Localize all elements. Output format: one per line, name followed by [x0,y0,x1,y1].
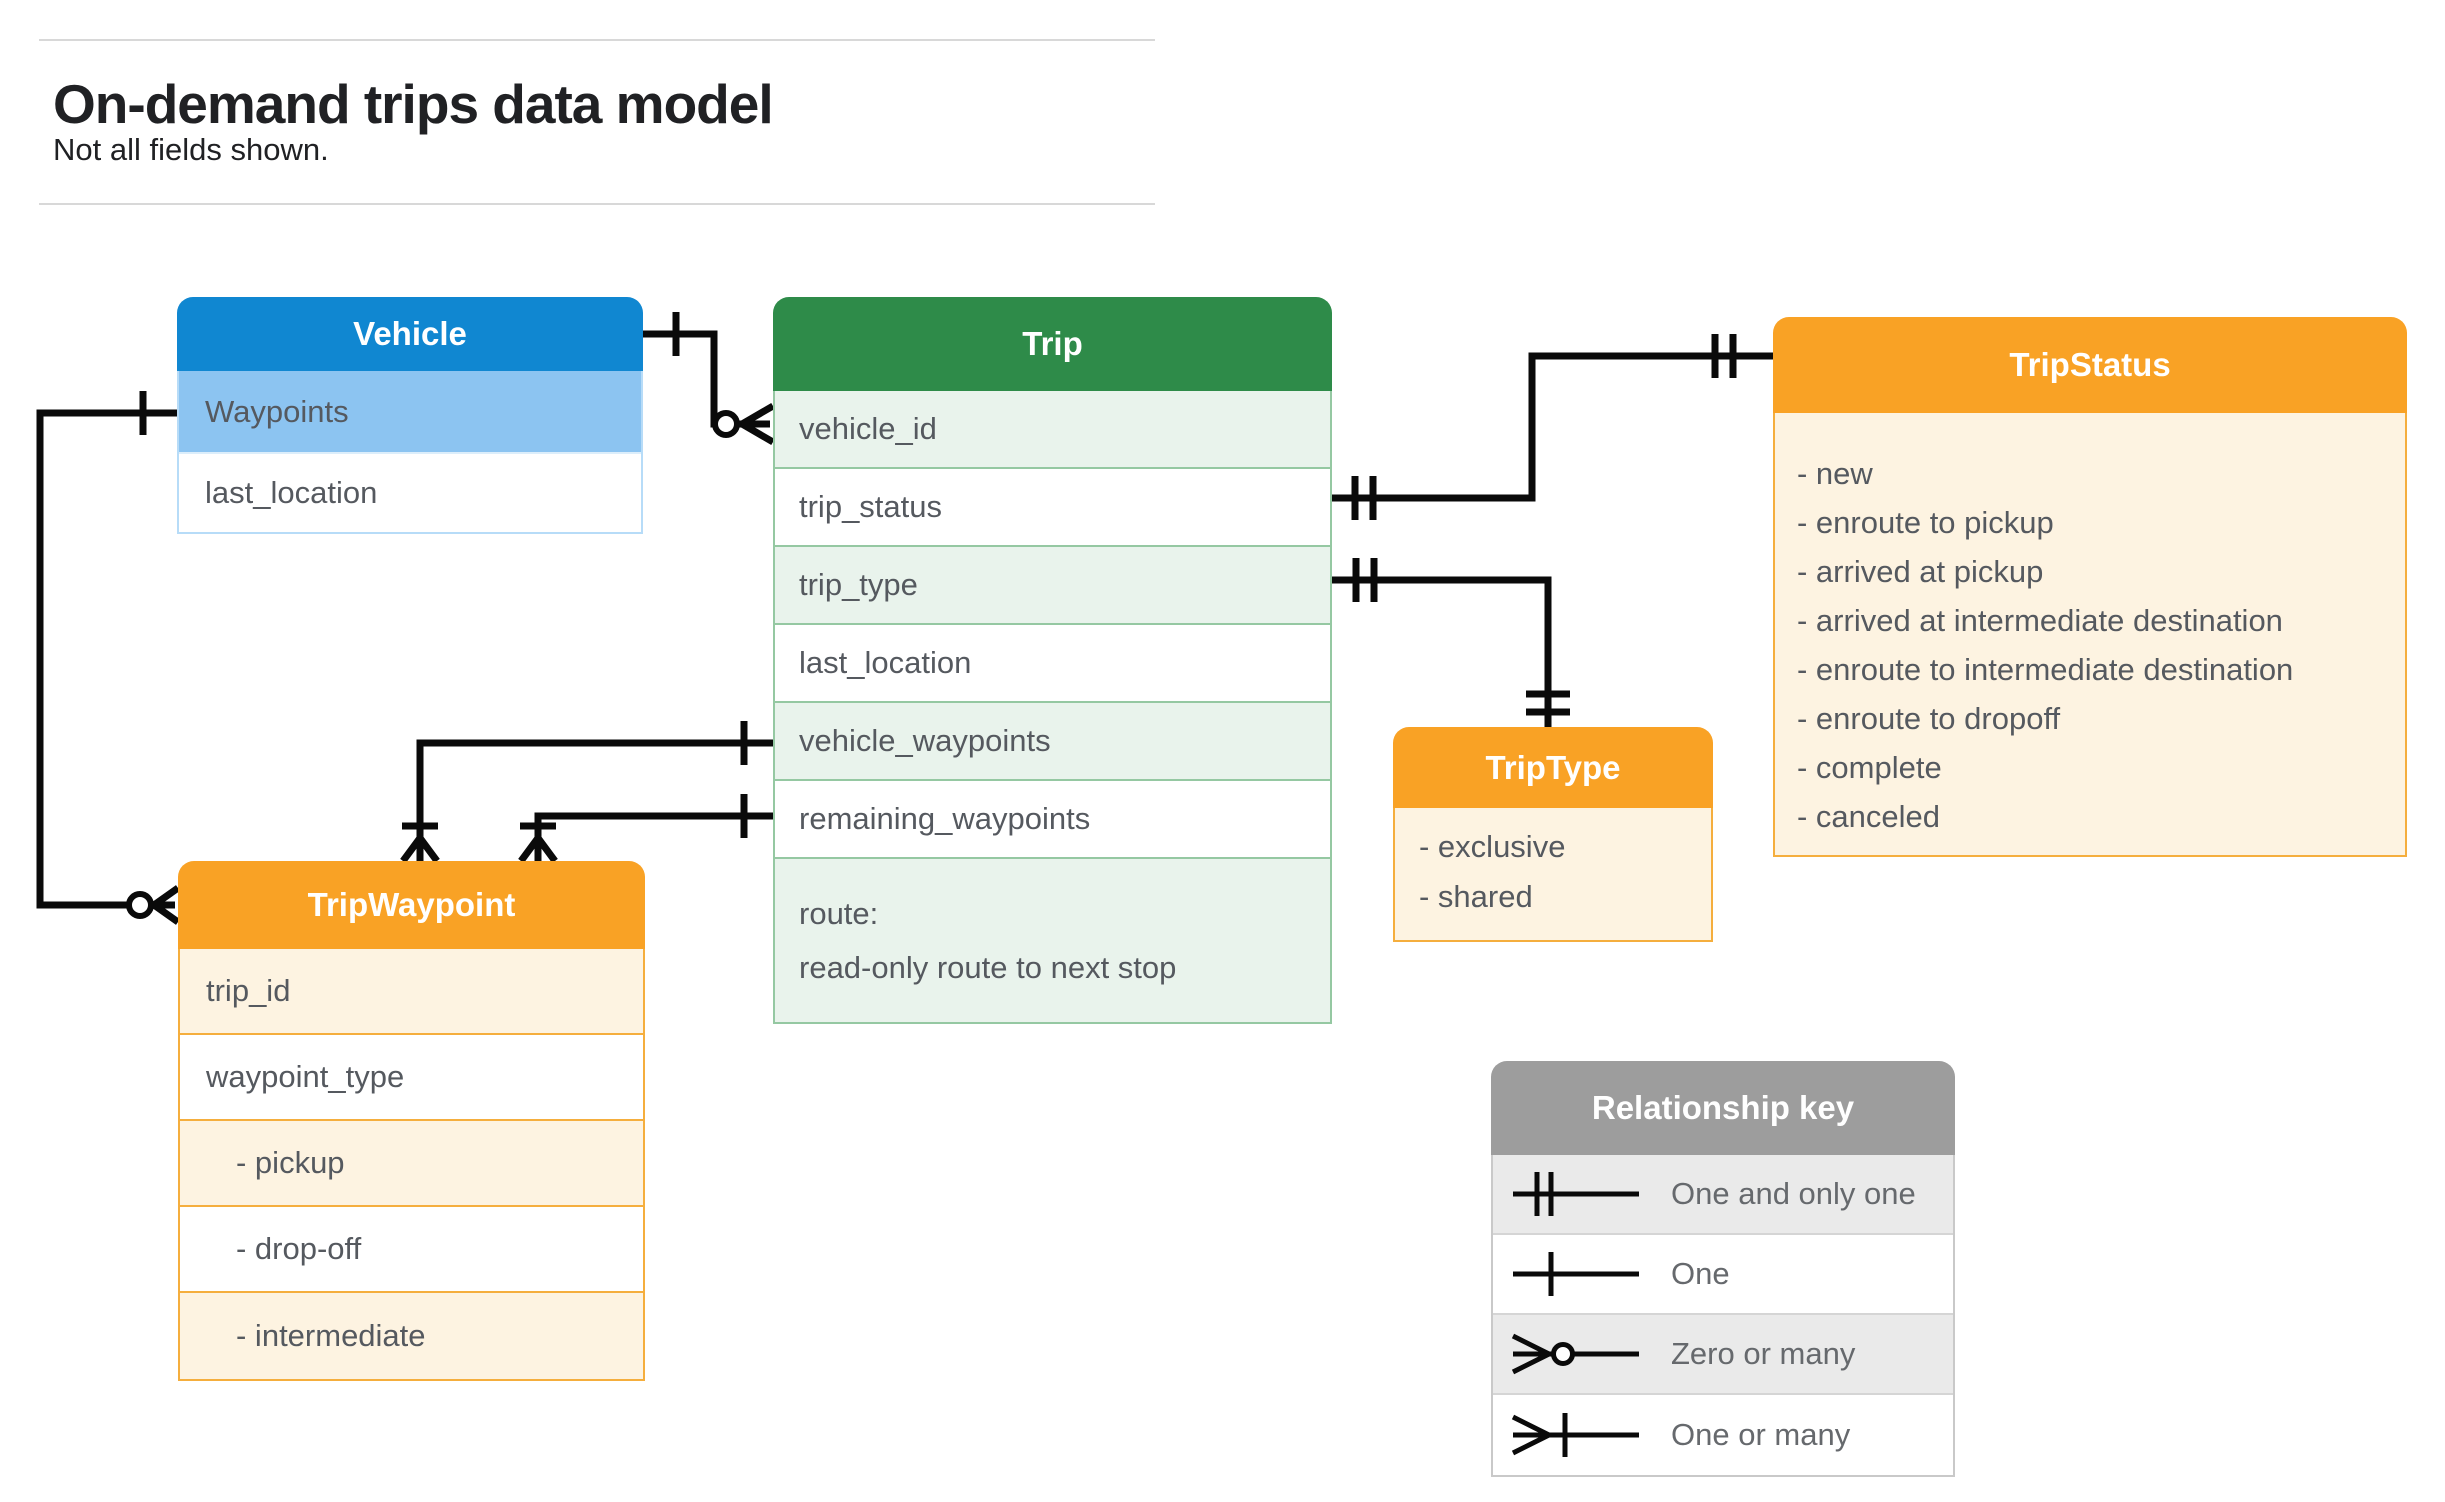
bottom-divider [39,203,1155,205]
legend-label: One or many [1671,1417,1851,1452]
legend-row-one-and-only-one: One and only one [1493,1155,1953,1235]
enum-value-enroute-to-intermediate-destination: - enroute to intermediate destination [1797,651,2294,687]
field-trip-status: trip_status [775,469,1330,547]
one-or-many-icon [1511,1413,1639,1457]
enum-value-intermediate: - intermediate [180,1293,643,1379]
enum-value-new: - new [1797,455,1873,491]
field-vehicle-waypoints: Waypoints [179,371,641,454]
route-description: read-only route to next stop [799,949,1177,985]
connector-vehicle-waypoints-field-to-tripwaypoint [400,721,773,864]
entity-vehicle-header: Vehicle [177,297,643,371]
enum-value-arrived-at-intermediate-destination: - arrived at intermediate destination [1797,602,2283,638]
field-trip-type: trip_type [775,547,1330,625]
enum-value-enroute-to-dropoff: - enroute to dropoff [1797,700,2061,736]
enum-value-arrived-at-pickup: - arrived at pickup [1797,553,2044,589]
enum-value-exclusive: - exclusive [1419,829,1566,864]
connector-trip-type-to-triptype [1332,558,1570,727]
entity-triptype: TripType - exclusive - shared [1393,727,1713,942]
top-divider [39,39,1155,41]
legend-row-one: One [1493,1235,1953,1315]
entity-tripwaypoint-header: TripWaypoint [178,861,645,949]
legend-label: One [1671,1256,1730,1291]
enum-value-canceled: - canceled [1797,798,1941,834]
field-trip-last-location: last_location [775,625,1330,703]
connector-remaining-waypoints-to-tripwaypoint [518,794,773,864]
entity-tripwaypoint: TripWaypoint trip_id waypoint_type - pic… [178,861,645,1381]
one-and-only-one-icon [1513,1172,1639,1216]
connector-vehicle-to-trip-vehicle-id [643,312,775,446]
field-trip-vehicle-id: vehicle_id [775,391,1330,469]
zero-circle-icon [712,410,740,438]
field-tripwaypoint-waypoint-type: waypoint_type [180,1035,643,1121]
zero-circle-icon [126,891,154,919]
entity-tripstatus-header: TripStatus [1773,317,2407,413]
field-trip-remaining-waypoints: remaining_waypoints [775,781,1330,859]
route-label: route: [799,895,879,931]
field-vehicle-last-location: last_location [179,454,641,532]
connector-trip-status-to-tripstatus [1332,334,1773,520]
zero-or-many-icon [1511,1333,1639,1375]
relationship-key: Relationship key One and only one One [1491,1061,1955,1477]
legend-row-one-or-many: One or many [1493,1395,1953,1475]
entity-trip-header: Trip [773,297,1332,391]
one-icon [1513,1252,1639,1296]
entity-triptype-header: TripType [1393,727,1713,808]
legend-row-zero-or-many: Zero or many [1493,1315,1953,1395]
legend-label: One and only one [1671,1176,1916,1211]
field-tripwaypoint-trip-id: trip_id [180,949,643,1035]
field-trip-vehicle-waypoints: vehicle_waypoints [775,703,1330,781]
page-title: On-demand trips data model [53,73,774,135]
enum-value-drop-off: - drop-off [180,1207,643,1293]
legend-label: Zero or many [1671,1336,1856,1371]
entity-vehicle: Vehicle Waypoints last_location [177,297,643,534]
relationship-key-header: Relationship key [1491,1061,1955,1155]
enum-value-shared: - shared [1419,879,1533,914]
entity-tripstatus: TripStatus - new - enroute to pickup - a… [1773,317,2407,857]
connector-vehicle-waypoints-to-tripwaypoint [36,391,181,925]
enum-value-pickup: - pickup [180,1121,643,1207]
enum-value-enroute-to-pickup: - enroute to pickup [1797,504,2054,540]
field-trip-route: route: read-only route to next stop [775,859,1330,1022]
page-subtitle: Not all fields shown. [53,132,329,167]
enum-value-complete: - complete [1797,749,1942,785]
entity-trip: Trip vehicle_id trip_status trip_type la… [773,297,1332,1024]
